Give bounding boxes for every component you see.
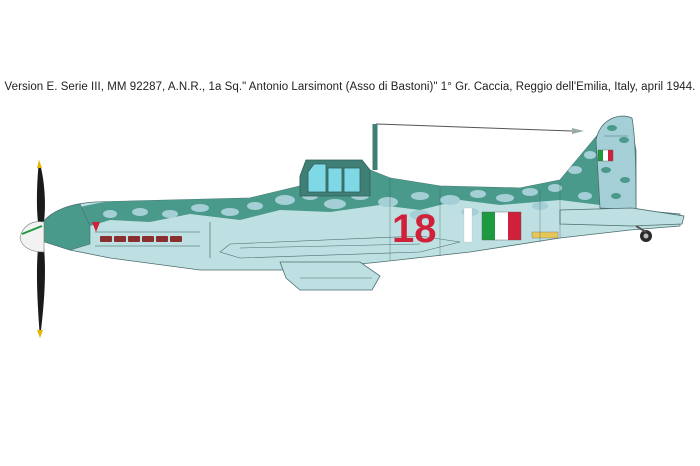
exhaust-stacks: [100, 236, 182, 242]
engine-cowling: [39, 203, 91, 251]
radiator-scoop: [279, 261, 381, 291]
nose-badge: [92, 222, 100, 232]
spinner: [19, 221, 45, 253]
propeller-icon: [36, 160, 45, 338]
wing: [219, 235, 461, 259]
profile-caption: Version E. Serie III, MM 92287, A.N.R., …: [4, 81, 696, 93]
canopy-icon: [299, 159, 371, 197]
antenna-tip: [572, 128, 584, 134]
antenna-wire: [375, 123, 573, 132]
horizontal-stabilizer: [559, 207, 685, 227]
fuselage-code: 18: [392, 207, 437, 251]
italian-flag-icon: [481, 211, 522, 241]
serial-box: [531, 231, 559, 239]
fuselage-band: [463, 207, 473, 243]
italian-flag-icon: [597, 149, 614, 162]
